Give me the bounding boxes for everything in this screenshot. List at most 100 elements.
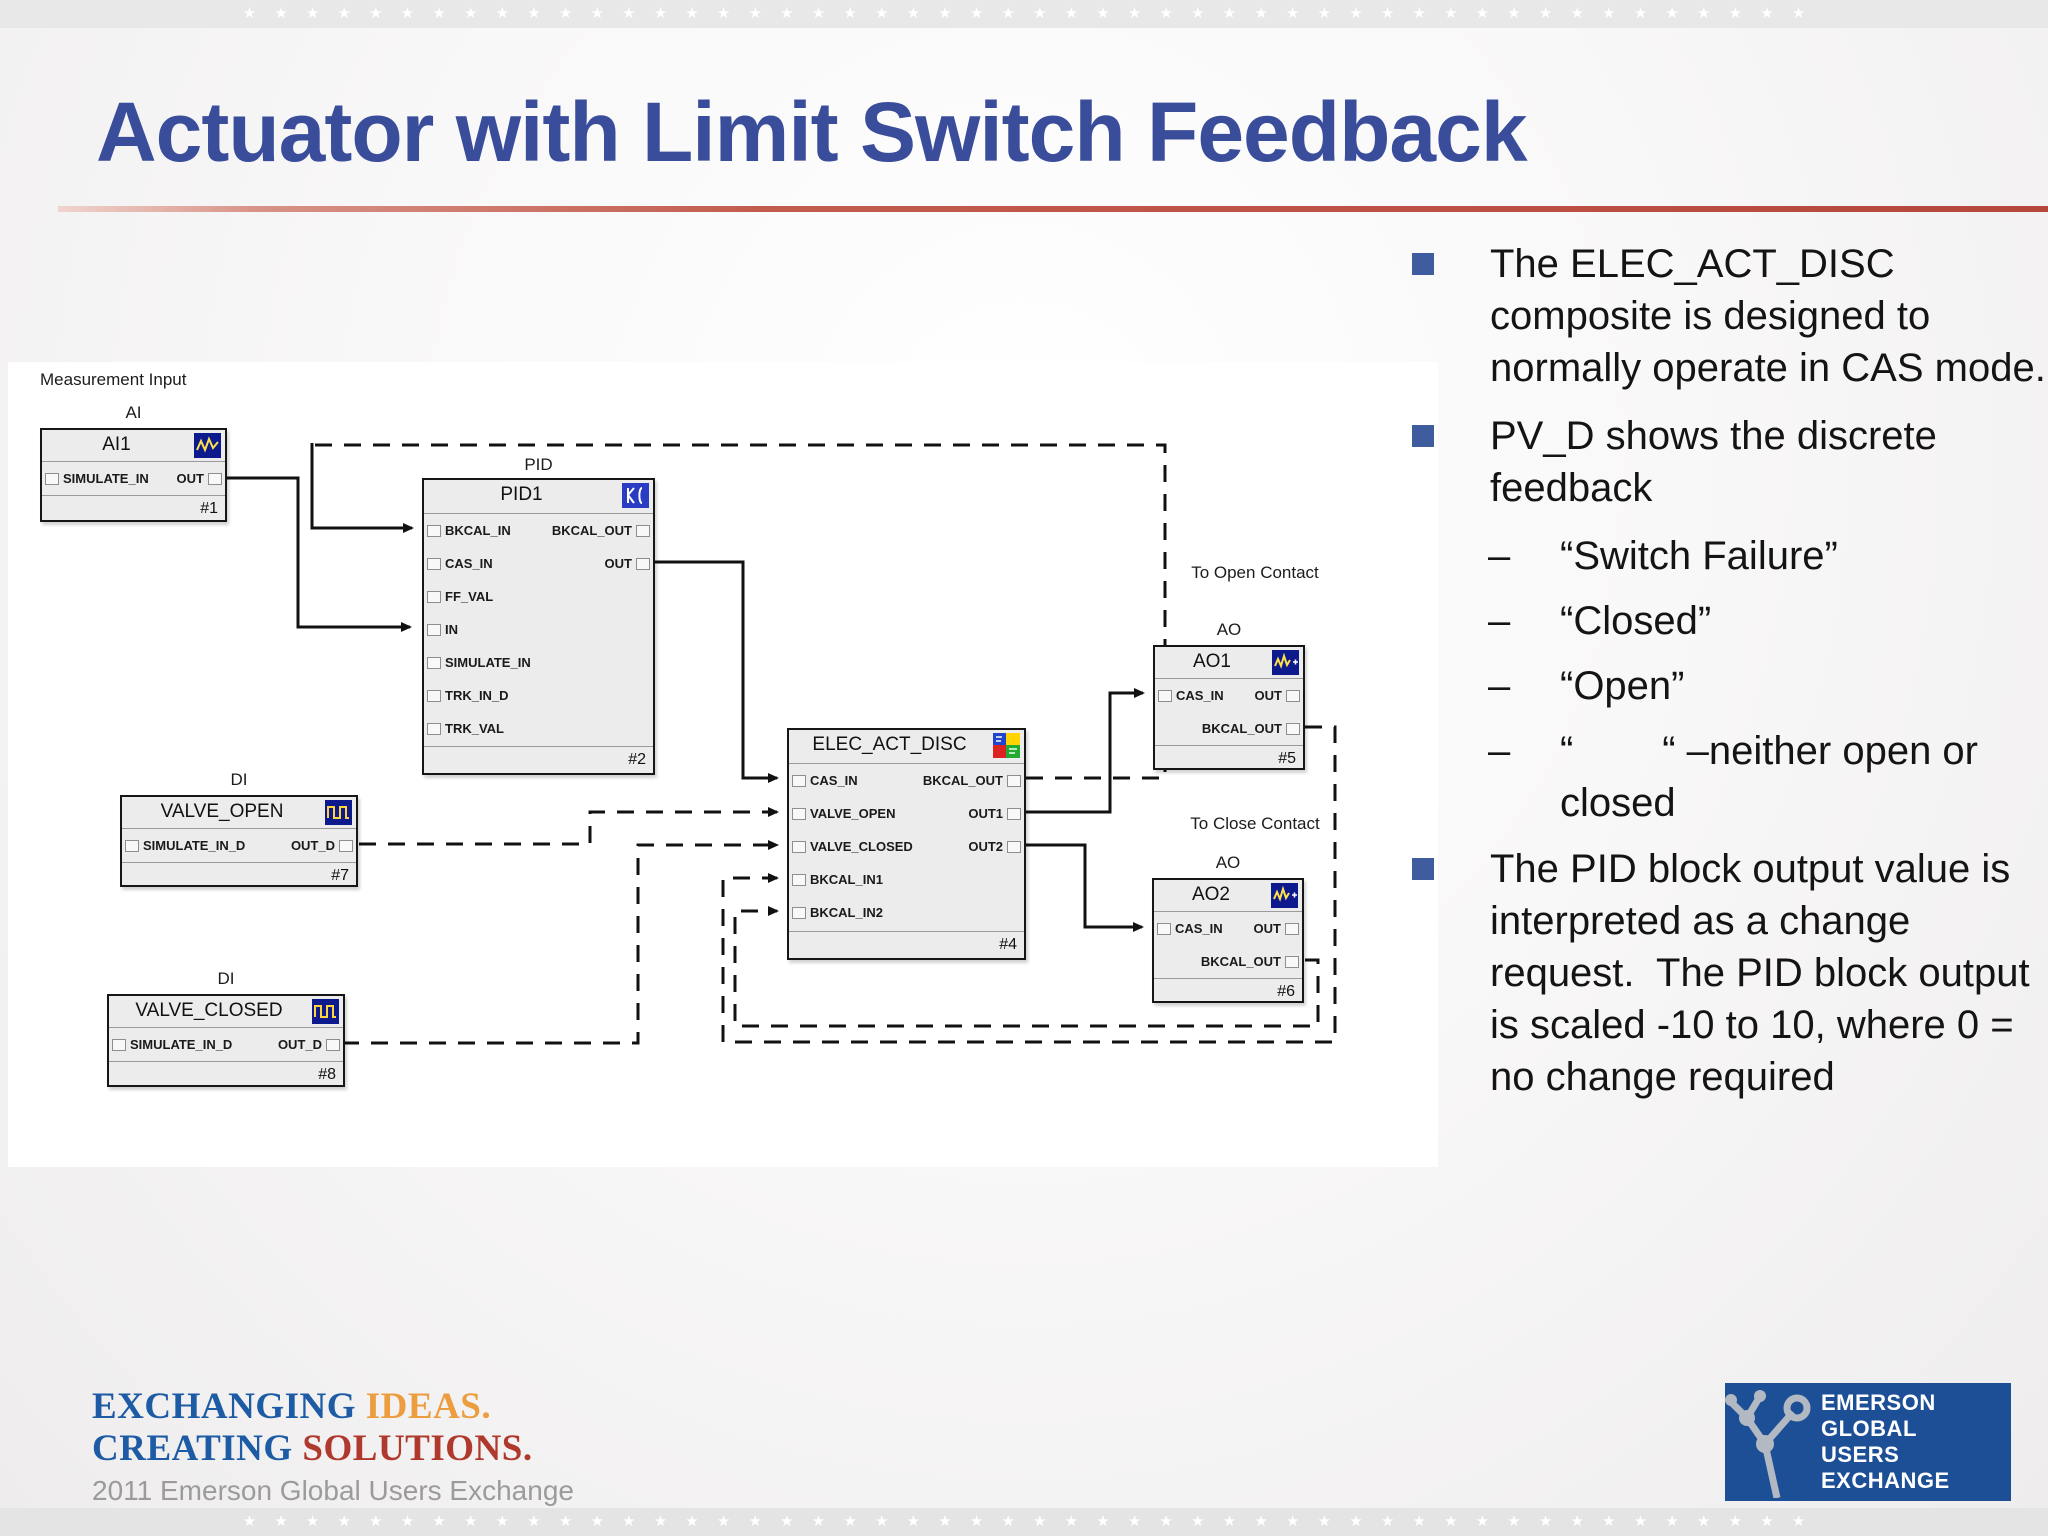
block-pins: CAS_IN OUT BKCAL_OUT	[1155, 679, 1303, 745]
pin-connector-icon	[427, 557, 441, 570]
block-title: ELEC_ACT_DISC	[812, 734, 967, 755]
pin-connector-icon	[1007, 807, 1021, 820]
logo-wordmark: EMERSON GLOBAL USERS EXCHANGE	[1821, 1390, 1950, 1494]
annotation-measurement-input: Measurement Input	[40, 370, 187, 389]
block-type-label-di-open: DI	[230, 770, 248, 789]
pin-in: IN	[427, 622, 458, 637]
pin-connector-icon	[427, 689, 441, 702]
pin-out: OUT	[1254, 921, 1299, 936]
block-type-label-ao1: AO	[1216, 620, 1242, 639]
pin-bkcal-out: BKCAL_OUT	[923, 773, 1021, 788]
function-block-pid1: PID1 BKCAL_IN BKCAL_OUT CAS_IN OUT FF_VA…	[422, 478, 655, 775]
pin-connector-icon	[427, 656, 441, 669]
pin-simulate-in: SIMULATE_IN	[427, 655, 531, 670]
block-type-label-di-closed: DI	[217, 969, 235, 988]
pin-out-d: OUT_D	[278, 1037, 340, 1052]
pin-bkcal-out: BKCAL_OUT	[1202, 721, 1300, 736]
pin-connector-icon	[1157, 922, 1171, 935]
sub-bullet-text: “Open”	[1560, 664, 1685, 708]
tagline-creating: CREATING	[92, 1428, 303, 1469]
pin-out: OUT	[177, 471, 222, 486]
block-pins: SIMULATE_IN OUT	[42, 462, 225, 495]
pin-ff-val: FF_VAL	[427, 589, 493, 604]
sub-bullet-list: – “Switch Failure” – “Closed” – “Open” –…	[1398, 530, 2048, 829]
pin-out1: OUT1	[968, 806, 1021, 821]
bullet-text: The PID block output value is interprete…	[1490, 847, 2041, 1099]
bullet-square-icon	[1412, 858, 1434, 880]
pin-connector-icon	[636, 524, 650, 537]
block-header: AI1	[42, 430, 225, 462]
analog-waveform-icon	[194, 433, 221, 458]
tagline-solutions: SOLUTIONS.	[302, 1428, 533, 1469]
block-pins: CAS_IN OUT BKCAL_OUT	[1154, 912, 1302, 978]
pin-connector-icon	[45, 472, 59, 485]
pin-cas-in: CAS_IN	[1158, 688, 1224, 703]
function-block-elec-act-disc: ELEC_ACT_DISC CAS_IN BKCAL_OUT VALVE_OPE…	[787, 728, 1026, 960]
discrete-pulse-icon	[325, 800, 352, 825]
pin-connector-icon	[1286, 722, 1300, 735]
dash-icon: –	[1488, 599, 1511, 643]
function-block-valve-open: VALVE_OPEN SIMULATE_IN_D OUT_D #7	[120, 795, 358, 887]
block-title: AO1	[1192, 651, 1232, 672]
analog-output-waveform-icon	[1271, 883, 1298, 908]
sub-bullet-item: – “Open”	[1398, 660, 2048, 712]
pin-connector-icon	[125, 839, 139, 852]
pin-connector-icon	[636, 557, 650, 570]
pin-connector-icon	[427, 590, 441, 603]
sub-bullet-item: – “Switch Failure”	[1398, 530, 2048, 582]
emerson-users-exchange-logo: EMERSON GLOBAL USERS EXCHANGE	[1725, 1383, 2011, 1501]
block-number: #8	[109, 1061, 343, 1088]
logo-line: USERS	[1821, 1442, 1900, 1467]
tagline-line1: EXCHANGING IDEAS.	[92, 1386, 574, 1428]
pin-connector-icon	[1007, 774, 1021, 787]
pin-simulate-in: SIMULATE_IN	[45, 471, 149, 486]
sub-bullet-item: – “ “ –neither open or closed	[1398, 725, 2048, 829]
composite-grid-icon	[993, 733, 1020, 758]
pin-out2: OUT2	[968, 839, 1021, 854]
block-number: #7	[122, 862, 356, 889]
pin-connector-icon	[792, 807, 806, 820]
network-nodes-icon	[1725, 1386, 1821, 1499]
event-name: 2011 Emerson Global Users Exchange	[92, 1475, 574, 1506]
pin-connector-icon	[792, 774, 806, 787]
pin-connector-icon	[326, 1038, 340, 1051]
star-border-bottom-icon: ★ ★ ★ ★ ★ ★ ★ ★ ★ ★ ★ ★ ★ ★ ★ ★ ★ ★ ★ ★ …	[0, 1508, 2048, 1536]
dash-icon: –	[1488, 729, 1511, 773]
pin-bkcal-out: BKCAL_OUT	[1201, 954, 1299, 969]
pin-connector-icon	[208, 472, 222, 485]
sub-bullet-text: “Switch Failure”	[1560, 534, 1838, 578]
block-header: AO1	[1155, 647, 1303, 679]
tagline-line2: CREATING SOLUTIONS.	[92, 1428, 574, 1470]
pin-connector-icon	[792, 873, 806, 886]
annotation-to-close-contact: To Close Contact	[1190, 814, 1320, 833]
pin-cas-in: CAS_IN	[1157, 921, 1223, 936]
pin-connector-icon	[427, 524, 441, 537]
block-type-label-ao2: AO	[1215, 853, 1241, 872]
pin-bkcal-in: BKCAL_IN	[427, 523, 511, 538]
block-type-label-ai: AI	[125, 403, 142, 422]
block-number: #2	[424, 746, 653, 773]
pid-function-icon	[622, 483, 649, 508]
block-pins: SIMULATE_IN_D OUT_D	[122, 829, 356, 862]
bullet-list: The ELEC_ACT_DISC composite is designed …	[1398, 238, 2048, 1119]
pin-connector-icon	[1285, 922, 1299, 935]
pin-simulate-in-d: SIMULATE_IN_D	[125, 838, 245, 853]
pin-connector-icon	[1285, 955, 1299, 968]
star-border-top-icon: ★ ★ ★ ★ ★ ★ ★ ★ ★ ★ ★ ★ ★ ★ ★ ★ ★ ★ ★ ★ …	[0, 0, 2048, 28]
pin-out: OUT	[605, 556, 650, 571]
pin-valve-open: VALVE_OPEN	[792, 806, 895, 821]
block-pins: CAS_IN BKCAL_OUT VALVE_OPEN OUT1 VALVE_C…	[789, 764, 1024, 931]
block-pins: BKCAL_IN BKCAL_OUT CAS_IN OUT FF_VAL IN …	[424, 514, 653, 746]
sub-bullet-text: “Closed”	[1560, 599, 1712, 643]
discrete-pulse-icon	[312, 999, 339, 1024]
dash-icon: –	[1488, 664, 1511, 708]
pin-connector-icon	[427, 623, 441, 636]
pin-connector-icon	[792, 840, 806, 853]
tagline-exchanging: EXCHANGING	[92, 1386, 366, 1427]
pin-connector-icon	[112, 1038, 126, 1051]
bullet-item: The PID block output value is interprete…	[1398, 843, 2048, 1103]
block-number: #5	[1155, 745, 1303, 772]
bullet-item: PV_D shows the discrete feedback	[1398, 410, 2048, 514]
logo-line: EMERSON	[1821, 1390, 1936, 1415]
event-tagline: EXCHANGING IDEAS. CREATING SOLUTIONS. 20…	[92, 1386, 574, 1507]
